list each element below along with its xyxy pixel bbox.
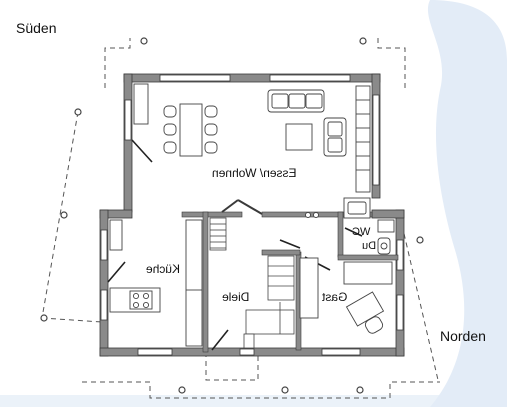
guest-chair — [364, 316, 384, 334]
guest-wardrobe — [299, 257, 319, 319]
staircase — [209, 217, 295, 349]
window — [396, 294, 404, 331]
post-dot — [178, 386, 186, 394]
window — [321, 348, 361, 356]
window — [239, 348, 255, 356]
post-dot — [40, 314, 48, 322]
doors — [107, 139, 363, 351]
kitchen-wall-unit — [109, 219, 123, 251]
window — [100, 289, 108, 321]
door-leaf — [131, 139, 153, 163]
chair — [204, 105, 218, 118]
chair — [163, 105, 177, 118]
dashed-left-bottom — [41, 317, 103, 323]
chair — [204, 141, 218, 154]
sideboard — [133, 83, 149, 125]
wall-lower-right — [395, 209, 405, 357]
window — [372, 94, 380, 186]
post-dot — [74, 108, 82, 116]
shelf — [355, 85, 371, 193]
room-label-kitchen: Küche — [146, 262, 181, 276]
post-dot — [60, 211, 68, 219]
wall-right-step — [371, 209, 405, 219]
wall-upper-left — [123, 73, 133, 213]
room-label-wc: WC — [352, 226, 371, 238]
window — [159, 74, 231, 82]
room-label-guest: Gast — [322, 290, 348, 304]
dashed-top-right — [377, 38, 406, 88]
hall-entry-walls — [221, 199, 263, 215]
door-leaf — [107, 261, 126, 283]
door-leaf — [211, 329, 229, 351]
dashed-right-diagonal — [401, 224, 439, 381]
kitchen-cabinet — [185, 219, 203, 347]
post-dot — [359, 37, 367, 45]
dashed-top-left — [104, 38, 131, 88]
living-furniture — [133, 83, 371, 219]
windows — [100, 74, 404, 356]
wall-interior — [202, 211, 209, 353]
door-leaf — [279, 239, 301, 249]
wall-interior — [181, 211, 243, 218]
guest-sink — [343, 261, 393, 285]
dashed-entry — [205, 352, 259, 381]
dashed-outlines — [41, 38, 440, 399]
compass-north: Norden — [440, 328, 486, 344]
window — [137, 348, 173, 356]
dashed-left-diagonal — [41, 111, 79, 319]
dashed-bottom — [82, 381, 440, 399]
window — [124, 99, 132, 141]
room-label-living-dining: Essen/ Wohnen — [212, 166, 297, 180]
posts — [40, 37, 424, 394]
post-dot — [416, 236, 424, 244]
kitchen-furniture — [109, 219, 203, 347]
room-label-shower: Du — [362, 240, 377, 252]
room-label-hall: Diele — [222, 290, 250, 304]
post-dot — [140, 37, 148, 45]
coffee-table — [285, 123, 313, 151]
post-dot — [356, 386, 364, 394]
guest-furniture — [299, 257, 393, 334]
compass-south: Süden — [16, 20, 57, 36]
chair — [163, 141, 177, 154]
door-leaf — [344, 227, 363, 237]
chair — [163, 123, 177, 136]
post-dot — [281, 386, 289, 394]
chair — [204, 123, 218, 136]
wc-fixtures — [377, 219, 395, 255]
wall-interior — [337, 211, 344, 258]
window — [269, 74, 351, 82]
dining-table — [179, 103, 203, 157]
window — [100, 229, 108, 261]
wall-interior — [337, 254, 399, 261]
wall-interior — [261, 249, 301, 256]
